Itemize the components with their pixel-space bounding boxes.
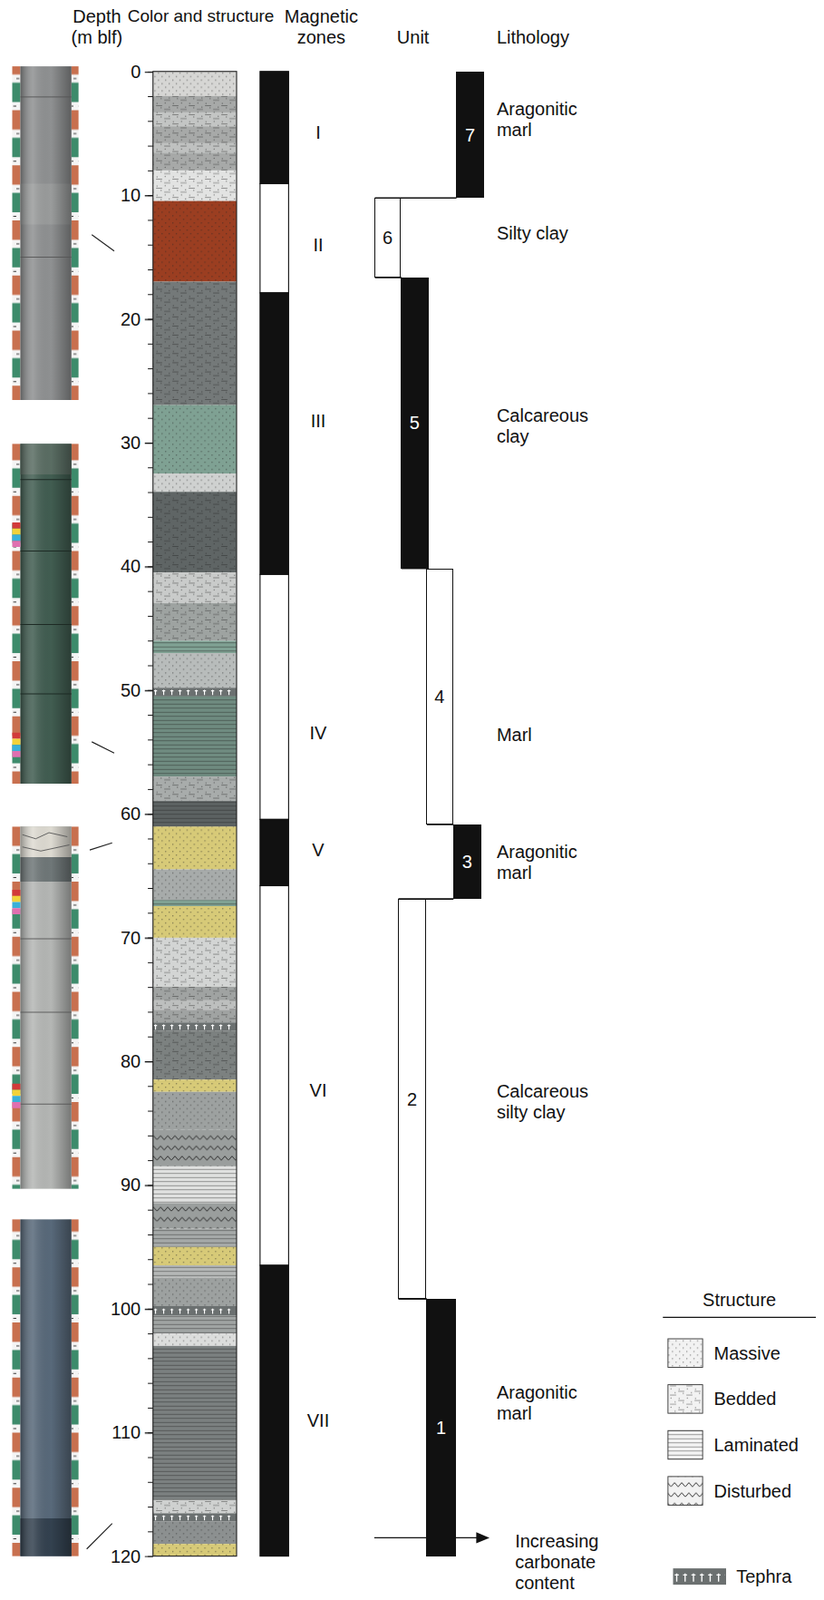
depth-tick-label: 110 (111, 1421, 141, 1443)
unit-number: 7 (465, 125, 476, 146)
lithology-label: Calcareous clay (496, 405, 606, 447)
lithology-label: Aragonitic marl (496, 98, 597, 141)
depth-tick-label: 70 (120, 926, 141, 948)
column-header: Magnetic zones (279, 6, 363, 49)
depth-tick-label: 60 (120, 803, 141, 824)
magnetic-zone-label: VII (307, 1409, 330, 1431)
magnetic-zone-label: IV (310, 721, 328, 743)
magnetic-zone-label: I (315, 122, 321, 144)
unit-box: 6 (374, 197, 401, 278)
depth-tick-label: 90 (120, 1173, 141, 1195)
depth-tick-label: 0 (130, 60, 141, 82)
lithology-label: Silty clay (496, 222, 569, 243)
unit-number: 1 (436, 1416, 446, 1437)
column-header: Depth (m blf) (62, 6, 131, 49)
magnetic-zone-label: V (311, 839, 324, 861)
lithology-label: Marl (496, 724, 533, 746)
legend-label: Laminated (714, 1434, 799, 1455)
depth-tick-label: 10 (120, 184, 141, 206)
unit-box: 5 (400, 277, 428, 569)
unit-box: 4 (426, 568, 453, 824)
unit-number: 5 (409, 412, 420, 433)
depth-tick-label: 120 (110, 1544, 141, 1566)
lithology-label: Calcareous silty clay (496, 1080, 606, 1123)
depth-tick-label: 40 (120, 555, 141, 577)
magnetic-zone-label: II (312, 234, 323, 256)
magnetic-zone-label: VI (310, 1078, 328, 1100)
unit-box: 3 (453, 824, 483, 899)
unit-number: 6 (382, 227, 393, 248)
column-header: Color and structure (127, 6, 275, 27)
depth-tick-label: 30 (120, 431, 141, 453)
lithology-label: Aragonitic marl (496, 1381, 597, 1424)
depth-tick-label: 50 (120, 678, 141, 700)
unit-box: 1 (426, 1298, 456, 1556)
lithology-label: Aragonitic marl (496, 841, 597, 883)
legend-label: Disturbed (714, 1479, 793, 1501)
unit-number: 2 (407, 1088, 417, 1109)
legend-label: Tephra (736, 1565, 792, 1587)
unit-number: 3 (462, 851, 473, 872)
unit-number: 4 (434, 686, 445, 707)
depth-tick-label: 20 (120, 308, 141, 330)
column-header: Lithology (496, 27, 570, 49)
legend-label: Massive (714, 1341, 781, 1363)
depth-tick-label: 80 (120, 1050, 141, 1072)
legend-heading: Structure (702, 1289, 776, 1310)
unit-box: 7 (455, 71, 485, 199)
depth-tick-label: 100 (110, 1297, 141, 1319)
magnetic-zone-label: III (310, 409, 327, 431)
column-header: Unit (397, 27, 430, 49)
legend-label: Bedded (714, 1387, 777, 1409)
unit-box: 2 (397, 898, 427, 1299)
axis-note: Increasing carbonate content (514, 1530, 615, 1593)
